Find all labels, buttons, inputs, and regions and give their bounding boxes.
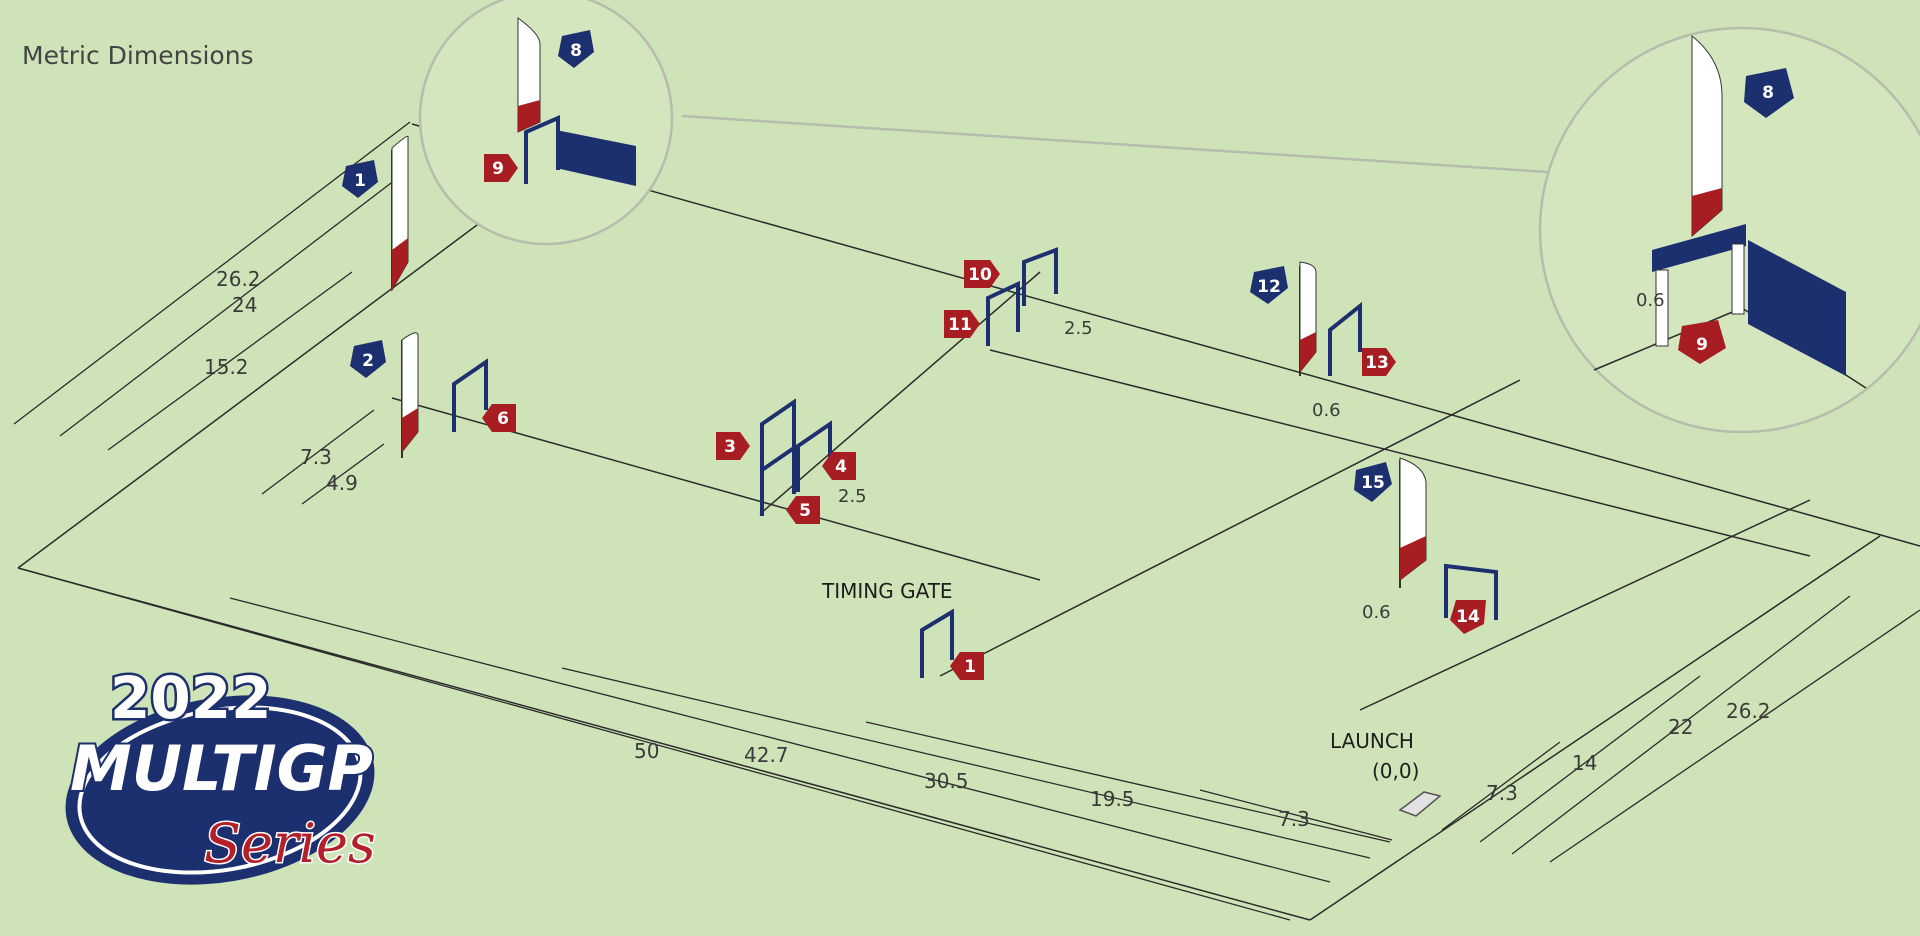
dim-2-5-upper: 2.5	[1064, 318, 1093, 339]
marker-9: 9	[484, 154, 518, 182]
marker-10: 10	[964, 260, 1000, 288]
flag-15	[1399, 457, 1427, 588]
svg-text:11: 11	[948, 315, 972, 335]
inset-detail	[1593, 34, 1867, 389]
dim-19-5: 19.5	[1090, 787, 1135, 811]
marker-14: 14	[1450, 600, 1486, 634]
gate-3	[760, 398, 796, 516]
dim-26-2-right: 26.2	[1726, 699, 1771, 723]
dim-50: 50	[634, 739, 659, 763]
marker-12: 12	[1250, 266, 1288, 304]
dim-26-2-left: 26.2	[216, 267, 261, 291]
dim-0-6-gate13: 0.6	[1312, 400, 1341, 421]
dim-14: 14	[1572, 751, 1597, 775]
dim-22: 22	[1668, 715, 1693, 739]
dim-4-9: 4.9	[326, 471, 358, 495]
svg-text:2: 2	[362, 351, 374, 371]
page-title: Metric Dimensions	[22, 41, 254, 70]
multigp-series-logo: 2022 MULTIGP Series	[65, 662, 377, 885]
gate-13	[1328, 301, 1362, 376]
svg-text:10: 10	[968, 265, 992, 285]
dim-7-3-bottom: 7.3	[1278, 807, 1310, 831]
dim-30-5: 30.5	[924, 769, 969, 793]
marker-9-inset: 9	[1678, 320, 1726, 364]
svg-text:6: 6	[497, 409, 509, 429]
flag-1	[391, 135, 409, 292]
gate-timing	[920, 608, 954, 678]
gate-14	[1444, 563, 1498, 620]
svg-text:3: 3	[724, 437, 736, 457]
dim-15-2: 15.2	[204, 355, 249, 379]
gate-11	[986, 280, 1020, 346]
dim-42-7: 42.7	[744, 743, 789, 767]
svg-text:1: 1	[964, 657, 976, 677]
svg-text:14: 14	[1456, 607, 1480, 627]
svg-text:4: 4	[835, 457, 847, 477]
launch-coords-label: (0,0)	[1372, 759, 1419, 783]
svg-text:9: 9	[492, 159, 504, 179]
gate-6	[452, 358, 488, 432]
dim-24: 24	[232, 293, 257, 317]
svg-text:12: 12	[1257, 277, 1281, 297]
dimension-lines	[13, 121, 1920, 921]
marker-13: 13	[1362, 348, 1396, 376]
dim-7-3-right: 7.3	[1486, 781, 1518, 805]
svg-text:13: 13	[1365, 353, 1389, 373]
marker-5: 5	[786, 496, 820, 524]
launch-label: LAUNCH	[1330, 729, 1414, 753]
svg-text:9: 9	[1696, 335, 1708, 355]
svg-text:MULTIGP: MULTIGP	[70, 732, 373, 805]
marker-4: 4	[822, 452, 856, 480]
marker-3: 3	[716, 432, 750, 460]
timing-gate-label: TIMING GATE	[821, 579, 953, 603]
marker-6: 6	[482, 404, 516, 432]
flag-8	[517, 17, 541, 133]
svg-text:2022: 2022	[110, 664, 271, 732]
gate-4	[796, 420, 832, 492]
dim-0-6-inset: 0.6	[1636, 290, 1665, 311]
dim-7-3-left: 7.3	[300, 445, 332, 469]
svg-text:15: 15	[1361, 473, 1385, 493]
marker-1-gate: 1	[950, 652, 984, 680]
marker-15: 15	[1354, 462, 1392, 502]
course-outline	[17, 123, 1920, 921]
marker-1: 1	[342, 160, 378, 198]
gate-9	[524, 114, 636, 186]
svg-text:1: 1	[354, 171, 366, 191]
gate-10	[1022, 247, 1058, 306]
marker-11: 11	[944, 310, 980, 338]
svg-text:5: 5	[799, 501, 811, 521]
svg-text:8: 8	[570, 41, 582, 61]
dimension-labels: 26.2 24 15.2 7.3 4.9 50 42.7 30.5 19.5 7…	[204, 267, 1771, 831]
launch-pad	[1398, 791, 1442, 817]
flag-2	[401, 332, 419, 458]
flag-12	[1299, 261, 1317, 376]
dim-2-5-lower: 2.5	[838, 486, 867, 507]
marker-8-inset: 8	[1744, 68, 1794, 118]
dim-0-6-gate14: 0.6	[1362, 602, 1391, 623]
marker-8: 8	[558, 30, 594, 68]
svg-text:Series: Series	[204, 812, 376, 875]
svg-text:8: 8	[1762, 83, 1774, 103]
marker-2: 2	[350, 340, 386, 378]
